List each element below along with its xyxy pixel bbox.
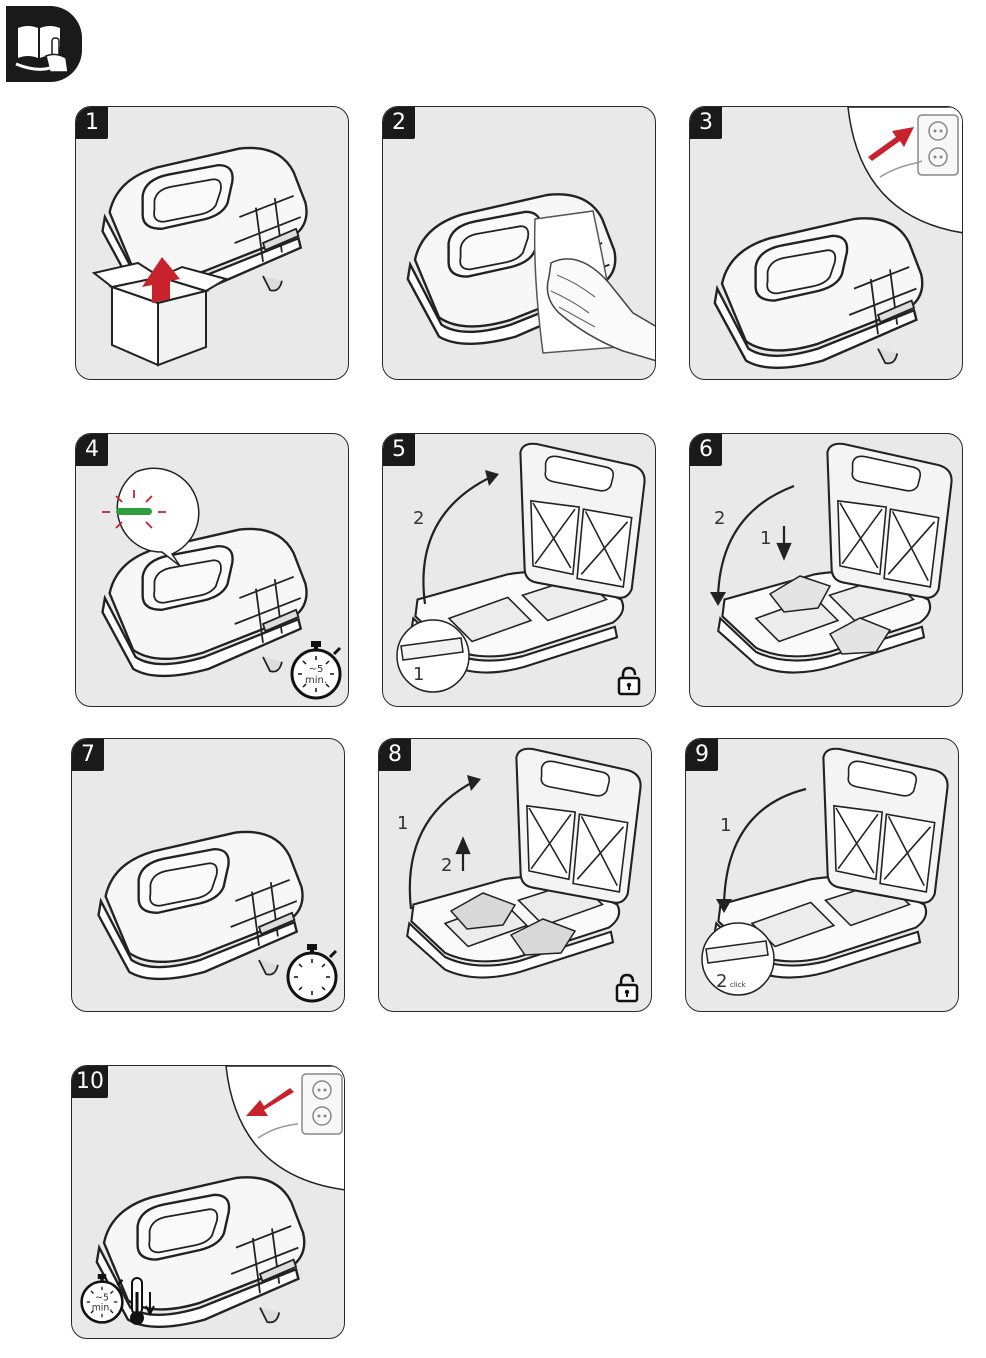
svg-text:min.: min. <box>305 675 327 686</box>
step-number-badge: 1 <box>76 107 108 139</box>
step-8-remove-sandwiches-illustration: 1 2 <box>397 747 642 1003</box>
step-number-badge: 4 <box>76 434 108 466</box>
step-number-badge: 5 <box>383 434 415 466</box>
step-number-badge: 9 <box>686 739 718 771</box>
step-5-open-lid-illustration: 2 1 <box>396 442 646 696</box>
open-box-icon <box>91 261 229 367</box>
svg-text:2: 2 <box>441 855 452 876</box>
open-arc-arrow-icon <box>422 475 494 605</box>
svg-text:1: 1 <box>760 528 771 549</box>
plug-in-arrow-icon <box>868 127 914 161</box>
stopwatch-icon <box>286 942 338 1003</box>
step-5-panel: 2 1 5 <box>382 433 656 707</box>
step-10-panel: ~5 min. 10 <box>71 1065 345 1339</box>
svg-text:2: 2 <box>413 508 424 529</box>
step-9-close-lid-illustration: 1 2 click <box>701 747 949 996</box>
step-2-wipe-illustration <box>406 193 655 362</box>
step-4-panel: ~5 min. 4 <box>75 433 349 707</box>
step-8-panel: 1 2 8 <box>378 738 652 1012</box>
svg-text:min.: min. <box>92 1303 113 1314</box>
step-9-panel: 1 2 click 9 <box>685 738 959 1012</box>
close-arc-arrow-icon <box>722 787 807 906</box>
svg-text:1: 1 <box>413 664 424 685</box>
indicator-light-callout <box>102 467 200 567</box>
step-number-badge: 6 <box>690 434 722 466</box>
toasted-sandwich-icon <box>449 892 577 956</box>
unlock-icon <box>617 666 641 696</box>
step-4-preheat-illustration: ~5 min. <box>101 467 342 700</box>
step-10-unplug-cool-illustration: ~5 min. <box>80 1066 344 1329</box>
step-number-badge: 7 <box>72 739 104 771</box>
unplug-arrow-icon <box>246 1088 294 1116</box>
wall-socket-icon <box>917 114 959 176</box>
unlock-icon <box>615 973 639 1003</box>
svg-text:1: 1 <box>720 815 731 836</box>
latch-detail-callout: 2 click <box>701 922 775 996</box>
step-6-add-sandwiches-illustration: 2 1 <box>710 442 953 674</box>
step-1-panel: 1 <box>75 106 349 380</box>
hand-with-cloth-icon <box>533 210 655 362</box>
up-arrow-icon <box>455 836 471 871</box>
open-arc-arrow-icon <box>408 780 476 910</box>
stopwatch-icon: ~5 min. <box>80 1272 124 1324</box>
svg-text:~5: ~5 <box>309 664 324 675</box>
step-number-badge: 10 <box>72 1066 108 1098</box>
svg-text:2: 2 <box>714 508 725 529</box>
svg-text:1: 1 <box>397 813 408 834</box>
step-1-unbox-illustration <box>91 146 308 367</box>
step-2-panel: 2 <box>382 106 656 380</box>
up-arrow-icon <box>142 257 180 303</box>
read-manual-icon <box>6 6 82 82</box>
svg-text:2: 2 <box>716 971 727 992</box>
step-6-panel: 2 1 6 <box>689 433 963 707</box>
down-arrow-icon <box>776 526 792 561</box>
close-arc-arrow-icon <box>716 484 795 599</box>
step-number-badge: 2 <box>383 107 415 139</box>
latch-detail-callout: 1 <box>396 619 470 693</box>
step-7-panel: 7 <box>71 738 345 1012</box>
sandwich-icon <box>768 575 892 655</box>
svg-text:~5: ~5 <box>95 1292 109 1303</box>
wall-socket-icon <box>301 1073 343 1135</box>
svg-text:click: click <box>730 981 747 989</box>
thermometer-cooling-icon <box>130 1277 155 1325</box>
step-7-cooking-illustration <box>97 830 338 1003</box>
step-3-plug-in-illustration <box>713 107 962 370</box>
stopwatch-icon: ~5 min. <box>290 639 342 700</box>
step-number-badge: 8 <box>379 739 411 771</box>
step-number-badge: 3 <box>690 107 722 139</box>
green-indicator-light-icon <box>116 508 152 515</box>
step-3-panel: 3 <box>689 106 963 380</box>
